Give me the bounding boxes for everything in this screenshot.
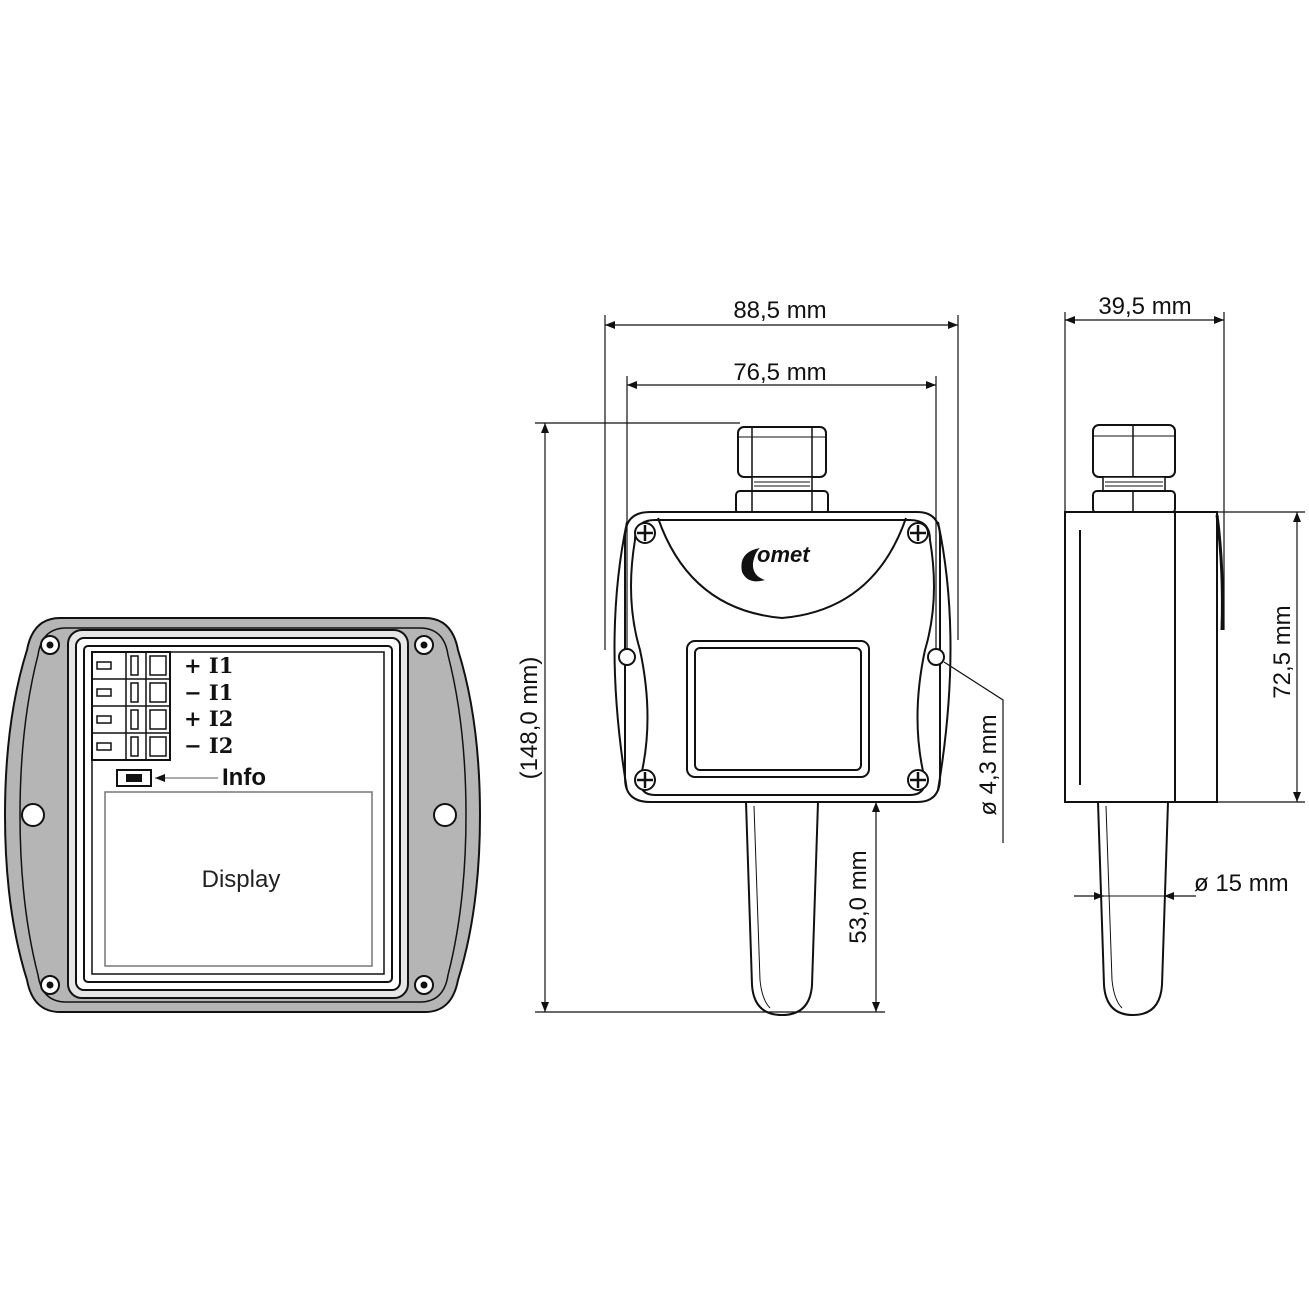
front-display-window xyxy=(694,647,862,771)
cable-gland xyxy=(735,426,829,515)
comet-logo: omet xyxy=(741,542,811,582)
side-cable-gland xyxy=(1092,424,1176,514)
hole-leader xyxy=(943,661,1004,843)
front-left-flange xyxy=(613,521,628,791)
screw-icon xyxy=(634,522,656,544)
side-probe xyxy=(1096,801,1170,1017)
front-right-flange xyxy=(937,521,952,791)
display-label: Display xyxy=(202,866,281,893)
screw-icon xyxy=(40,635,60,655)
info-label: Info xyxy=(222,764,266,791)
mounting-hole-icon xyxy=(618,648,636,666)
mounting-hole-icon xyxy=(927,648,945,666)
screw-icon xyxy=(907,769,929,791)
terminal-label-plus-i1: + I1 xyxy=(184,653,233,678)
front-view: omet 88,5 mm 76,5 mm (148,0 mm) 53,0 mm xyxy=(516,297,1004,1017)
info-button[interactable] xyxy=(116,769,152,787)
side-body xyxy=(1064,511,1176,803)
terminal-block xyxy=(91,651,171,761)
mounting-hole-icon xyxy=(433,803,457,827)
dim-probe-diameter: ø 15 mm xyxy=(1194,870,1289,897)
side-cover xyxy=(1174,511,1218,803)
dim-body-height: 72,5 mm xyxy=(1269,605,1296,698)
screw-icon xyxy=(414,635,434,655)
front-probe xyxy=(744,801,820,1017)
logo-text: omet xyxy=(757,542,811,567)
screw-icon xyxy=(414,975,434,995)
dim-overall-width: 88,5 mm xyxy=(733,297,826,324)
screw-icon xyxy=(634,769,656,791)
dim-hole-diameter: ø 4,3 mm xyxy=(975,714,1002,815)
dim-probe-length: 53,0 mm xyxy=(845,850,872,943)
display-window xyxy=(104,791,373,967)
terminal-label-minus-i2: − I2 xyxy=(184,733,233,758)
housing-rim xyxy=(19,627,467,1003)
dim-overall-height: (148,0 mm) xyxy=(516,657,543,780)
mounting-hole-icon xyxy=(21,803,45,827)
screw-icon xyxy=(40,975,60,995)
terminal-label-minus-i1: − I1 xyxy=(184,680,233,705)
dim-depth: 39,5 mm xyxy=(1098,293,1191,320)
open-housing-view: + I1 − I1 + I2 − I2 Info Display xyxy=(3,617,482,1013)
logo-arc xyxy=(657,517,907,620)
terminal-label-plus-i2: + I2 xyxy=(184,706,233,731)
screw-icon xyxy=(907,522,929,544)
front-inner-panel xyxy=(630,519,935,796)
side-view: 39,5 mm 72,5 mm ø 15 mm xyxy=(1064,293,1305,1017)
dim-mount-spacing: 76,5 mm xyxy=(733,359,826,386)
